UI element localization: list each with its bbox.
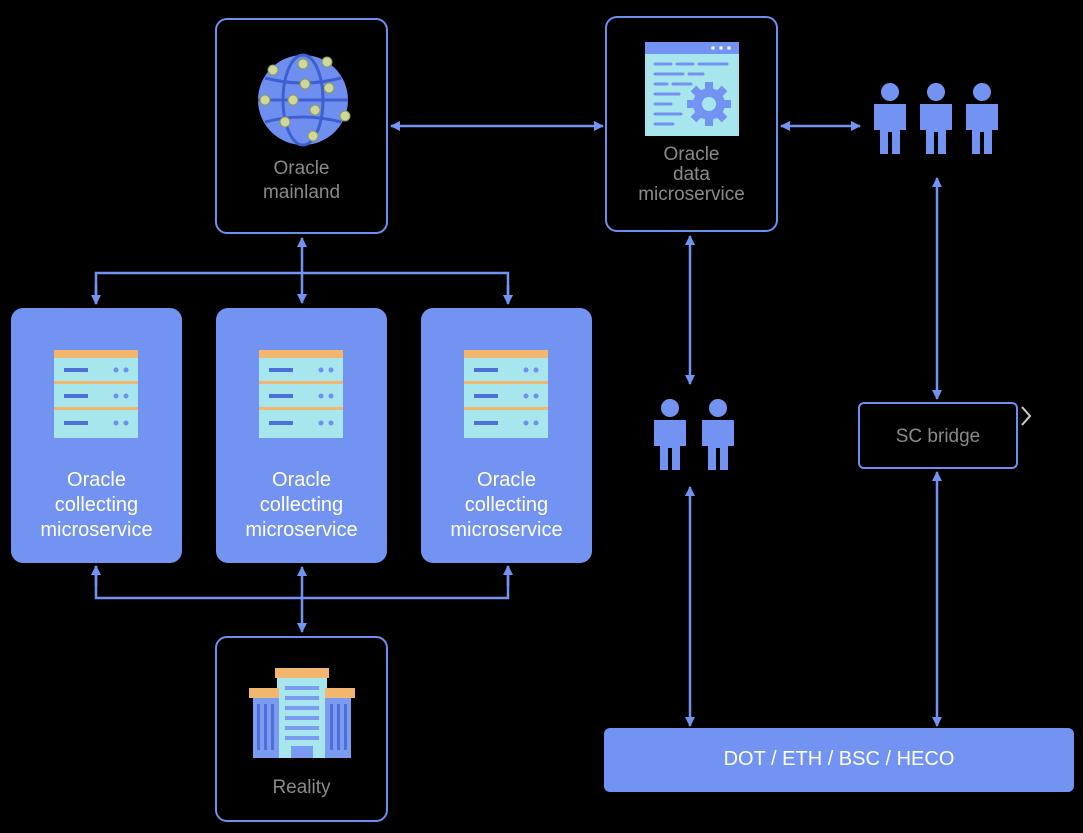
collector-2-label: Oracle collecting microservice [245,469,358,541]
globe-icon [258,53,351,147]
building-icon [249,668,355,758]
oracle-mainland-label: Oracle mainland [262,158,341,203]
chevron-right-icon [1021,406,1032,426]
reality-node: Reality [215,636,388,822]
sc-bridge-label: SC bridge [895,426,981,447]
sc-bridge-node: SC bridge [858,402,1018,469]
collector-3-label: Oracle collecting microservice [450,469,563,541]
users-mid-group [650,398,740,472]
oracle-data-microservice-label: Oracle data microservice [638,144,745,205]
reality-label: Reality [272,777,331,798]
blockchains-label: DOT / ETH / BSC / HECO [723,748,955,770]
oracle-collecting-microservice-node: Oracle collecting microservice [11,308,182,563]
server-stack-icon [259,350,343,438]
data-screen-gear-icon [645,42,739,136]
oracle-mainland-node: Oracle mainland [215,18,388,234]
blockchains-bar: DOT / ETH / BSC / HECO [604,728,1074,792]
collector-1-label: Oracle collecting microservice [40,469,153,541]
users-icon [874,83,998,154]
users-top-group [870,82,1002,156]
oracle-data-microservice-node: Oracle data microservice [605,16,778,232]
server-stack-icon [54,350,138,438]
oracle-collecting-microservice-node: Oracle collecting microservice [216,308,387,563]
oracle-collecting-microservice-node: Oracle collecting microservice [421,308,592,563]
server-stack-icon [464,350,548,438]
users-icon [654,399,734,470]
